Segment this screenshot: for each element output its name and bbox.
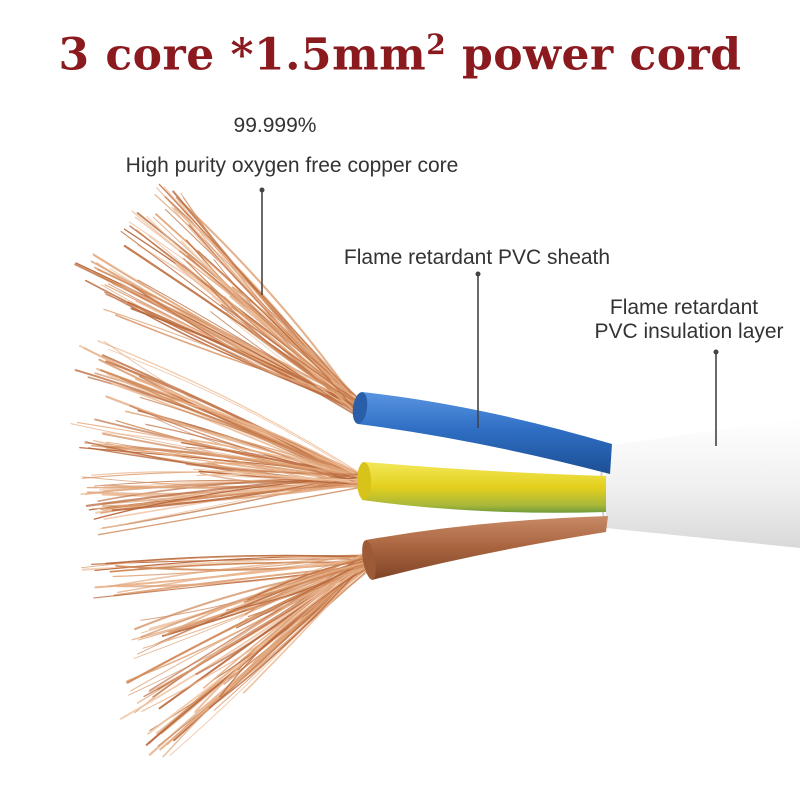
copper-strands-middle [70,340,370,536]
copper-strand [94,557,368,589]
copper-strand [244,564,375,616]
copper-strand [210,311,359,415]
title-suffix: power cord [446,29,742,81]
copper-strand [208,474,360,481]
outer-sheath [600,418,800,548]
blue-wire [352,392,612,474]
copper-strand [243,561,373,603]
copper-strand [109,561,366,573]
callout-pointers [259,187,719,446]
copper-strand [119,377,365,479]
insulation-label-line2: PVC insulation layer [594,320,784,343]
yellow-green-wire [357,462,606,513]
copper-strand [208,559,368,709]
copper-core-label: High purity oxygen free copper core [125,154,459,177]
copper-strand [185,446,365,486]
copper-strand [134,378,367,480]
copper-strands-bottom [81,552,375,758]
copper-strand [137,279,364,416]
copper-strand [225,560,371,613]
copper-strand [104,291,362,409]
copper-strand [194,559,375,713]
copper-strand [97,485,368,536]
copper-strand [231,286,363,410]
copper-strand [237,309,358,414]
copper-strand [150,393,364,480]
copper-strand [230,306,359,408]
title-main: 3 core *1.5mm [58,29,427,81]
insulation-label-line1: Flame retardant [609,296,759,319]
copper-strand [130,307,363,411]
copper-strand [125,554,368,683]
copper-strand [97,340,367,478]
copper-strand [243,556,367,602]
copper-strand [158,183,359,404]
brown-wire [362,516,608,580]
copper-strand [105,554,366,565]
copper-strand [81,555,368,569]
copper-strand [101,474,365,529]
copper-strand [108,348,362,477]
copper-strand [247,557,368,601]
copper-strand [232,558,367,676]
copper-strand [242,560,370,694]
copper-strand [107,555,372,588]
copper-strand [196,473,365,485]
copper-strand [228,317,356,414]
sheath-label: Flame retardant PVC sheath [343,246,611,269]
copper-strand [125,410,364,478]
copper-strands-top [74,183,366,416]
page-title: 3 core *1.5mm2 power cord [0,28,800,81]
copper-strand [100,482,362,511]
copper-strand [249,298,357,412]
title-superscript: 2 [426,28,447,61]
copper-strand [185,463,366,476]
purity-label: 99.999% [233,114,317,137]
